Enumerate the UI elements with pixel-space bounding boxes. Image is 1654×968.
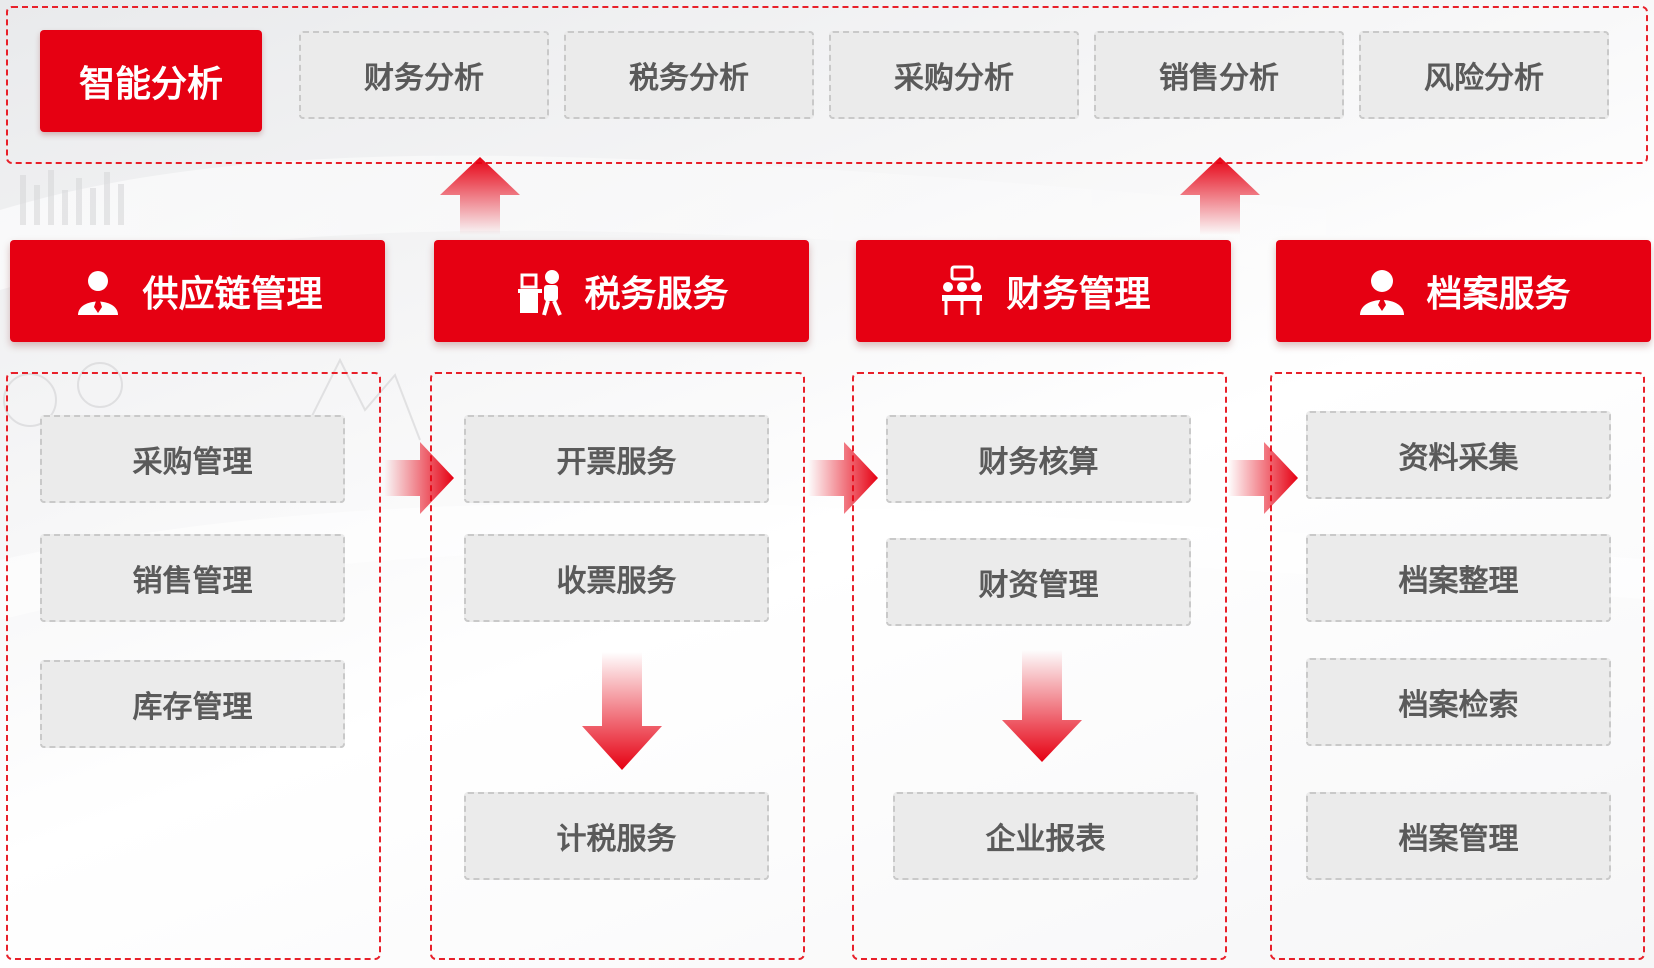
- accounting-item[interactable]: 财务核算: [886, 415, 1191, 503]
- tax-analysis-button[interactable]: 税务分析: [564, 31, 814, 119]
- archive-search-item[interactable]: 档案检索: [1306, 658, 1611, 746]
- supply-chain-panel: [6, 372, 381, 960]
- tax-calculation-item[interactable]: 计税服务: [464, 792, 769, 880]
- down-arrow-icon: [582, 652, 662, 770]
- down-arrow-icon: [1002, 650, 1082, 762]
- archive-organizing-item[interactable]: 档案整理: [1306, 534, 1611, 622]
- enterprise-report-item[interactable]: 企业报表: [893, 792, 1198, 880]
- purchase-analysis-button[interactable]: 采购分析: [829, 31, 1079, 119]
- smart-analysis-button[interactable]: 智能分析: [40, 30, 262, 132]
- finance-management-label: 财务管理: [1006, 274, 1151, 315]
- meeting-icon: [936, 265, 988, 317]
- right-arrow-icon: [384, 442, 454, 514]
- purchase-management-item[interactable]: 采购管理: [40, 415, 345, 503]
- finance-management-header[interactable]: 财务管理: [856, 240, 1231, 342]
- data-collection-item[interactable]: 资料采集: [1306, 411, 1611, 499]
- finance-management-panel: [852, 372, 1227, 960]
- analysis-bar: [6, 6, 1648, 164]
- tax-service-header[interactable]: 税务服务: [434, 240, 809, 342]
- treasury-management-item[interactable]: 财资管理: [886, 538, 1191, 626]
- sales-analysis-button[interactable]: 销售分析: [1094, 31, 1344, 119]
- user-icon: [1356, 265, 1408, 317]
- desk-worker-icon: [514, 265, 566, 317]
- invoicing-service-item[interactable]: 开票服务: [464, 415, 769, 503]
- sales-management-item[interactable]: 销售管理: [40, 534, 345, 622]
- archive-service-header[interactable]: 档案服务: [1276, 240, 1651, 342]
- finance-analysis-button[interactable]: 财务分析: [299, 31, 549, 119]
- archive-service-panel: [1270, 372, 1645, 960]
- invoice-receiving-item[interactable]: 收票服务: [464, 534, 769, 622]
- risk-analysis-button[interactable]: 风险分析: [1359, 31, 1609, 119]
- person-icon: [72, 265, 124, 317]
- tax-service-label: 税务服务: [584, 274, 729, 315]
- archive-management-item[interactable]: 档案管理: [1306, 792, 1611, 880]
- right-arrow-icon: [1228, 442, 1298, 514]
- up-arrow-icon: [440, 157, 520, 235]
- archive-service-label: 档案服务: [1426, 274, 1571, 315]
- tax-service-panel: [430, 372, 805, 960]
- supply-chain-label: 供应链管理: [142, 274, 323, 315]
- right-arrow-icon: [808, 442, 878, 514]
- supply-chain-header[interactable]: 供应链管理: [10, 240, 385, 342]
- up-arrow-icon: [1180, 157, 1260, 235]
- inventory-management-item[interactable]: 库存管理: [40, 660, 345, 748]
